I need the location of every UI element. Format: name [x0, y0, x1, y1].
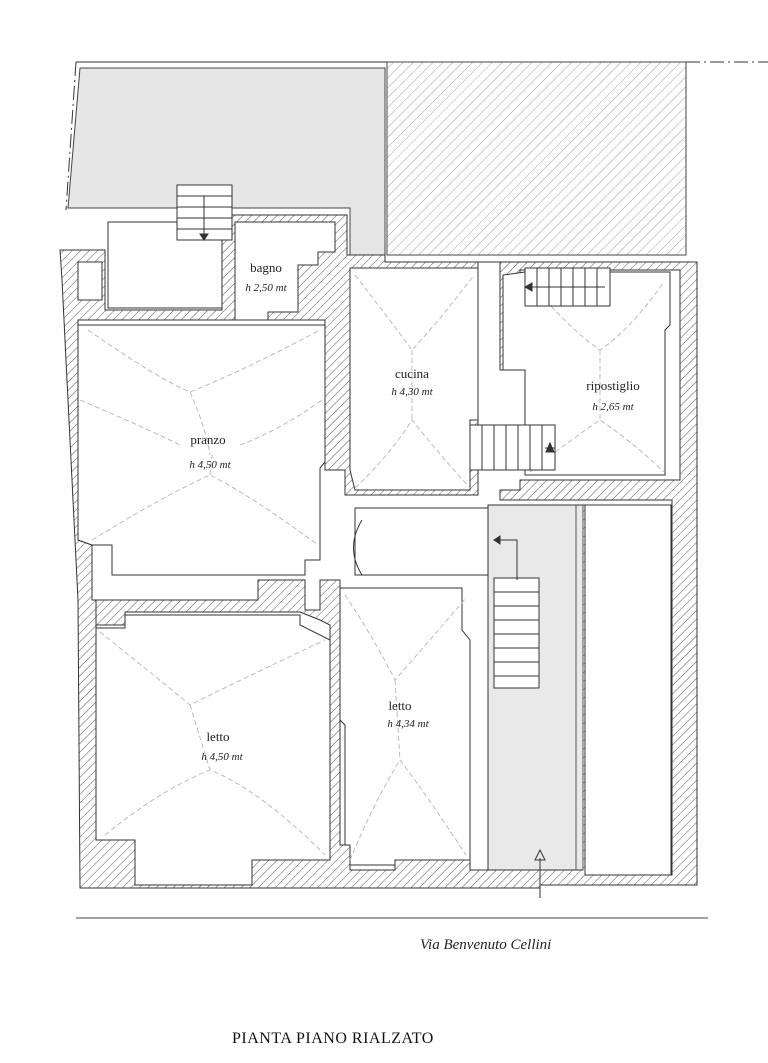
- room-letto2-height: h 4,34 mt: [387, 718, 429, 730]
- room-letto1-area: [95, 614, 331, 886]
- room-bagno-name: bagno: [250, 260, 282, 275]
- room-ripostiglio-area: [502, 271, 671, 476]
- stairs-corridor: [493, 535, 540, 689]
- room-ripostiglio-height: h 2,65 mt: [592, 401, 634, 413]
- niche-top-left: [77, 261, 103, 301]
- vestibule-arch: [353, 519, 363, 576]
- room-letto1-name: letto: [206, 729, 229, 744]
- room-bagno-height: h 2,50 mt: [245, 282, 287, 294]
- entrance-arrow: [534, 848, 546, 898]
- plan-title: PIANTA PIANO RIALZATO: [232, 1030, 434, 1047]
- stairs-ripostiglio-top: [523, 267, 611, 307]
- stairs-ripostiglio-bottom: [469, 424, 556, 471]
- room-right-strip: [584, 504, 672, 876]
- courtyard-right: [386, 61, 687, 256]
- room-letto2-name: letto: [388, 698, 411, 713]
- room-letto1-height: h 4,50 mt: [201, 751, 243, 763]
- room-bagno-area: [234, 221, 336, 321]
- room-pranzo-area: [77, 324, 326, 576]
- room-vestibule-area: [354, 507, 496, 576]
- vault-lines: [79, 274, 665, 861]
- room-interiors: [77, 221, 672, 886]
- street-name: Via Benvenuto Cellini: [420, 937, 552, 953]
- room-cucina-name: cucina: [395, 366, 429, 381]
- room-pranzo-height: h 4,50 mt: [189, 459, 231, 471]
- stairs-top-left: [176, 184, 233, 241]
- room-ripostiglio-name: ripostiglio: [586, 378, 639, 393]
- room-pranzo-name: pranzo: [190, 432, 225, 447]
- room-letto2-area: [339, 587, 471, 866]
- room-cucina-height: h 4,30 mt: [391, 386, 433, 398]
